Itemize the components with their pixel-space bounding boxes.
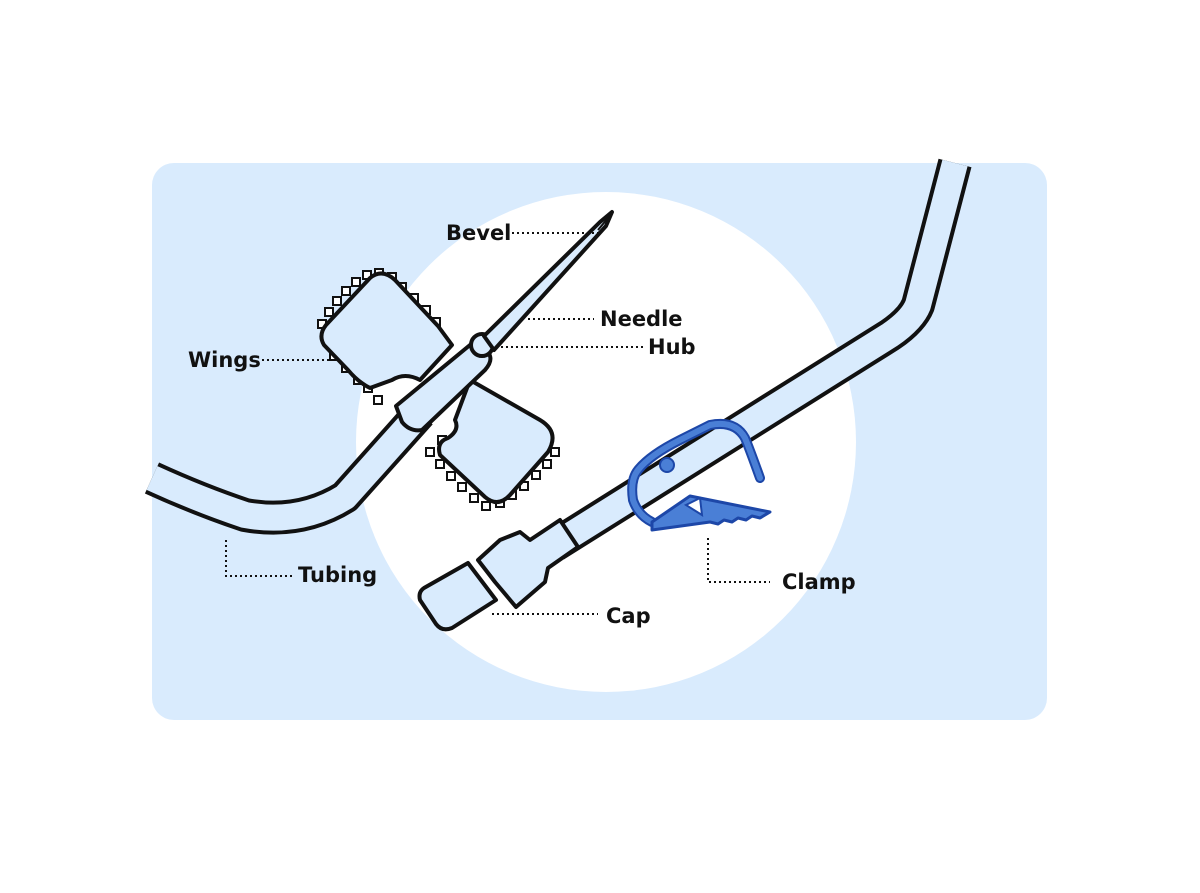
cap	[417, 518, 580, 632]
tubing-leader	[225, 540, 292, 577]
needle	[482, 210, 614, 352]
tubing-label: Tubing	[298, 563, 377, 587]
bevel-label: Bevel	[446, 221, 511, 245]
hub-label: Hub	[648, 335, 696, 359]
clamp-label: Clamp	[782, 570, 856, 594]
needle-label: Needle	[600, 307, 683, 331]
clamp-leader	[707, 538, 770, 583]
clamp	[627, 418, 772, 532]
tubing-left	[144, 401, 433, 535]
tubing-right	[545, 158, 972, 560]
cap-label: Cap	[606, 604, 651, 628]
wings	[317, 268, 560, 511]
wings-label: Wings	[188, 348, 261, 372]
